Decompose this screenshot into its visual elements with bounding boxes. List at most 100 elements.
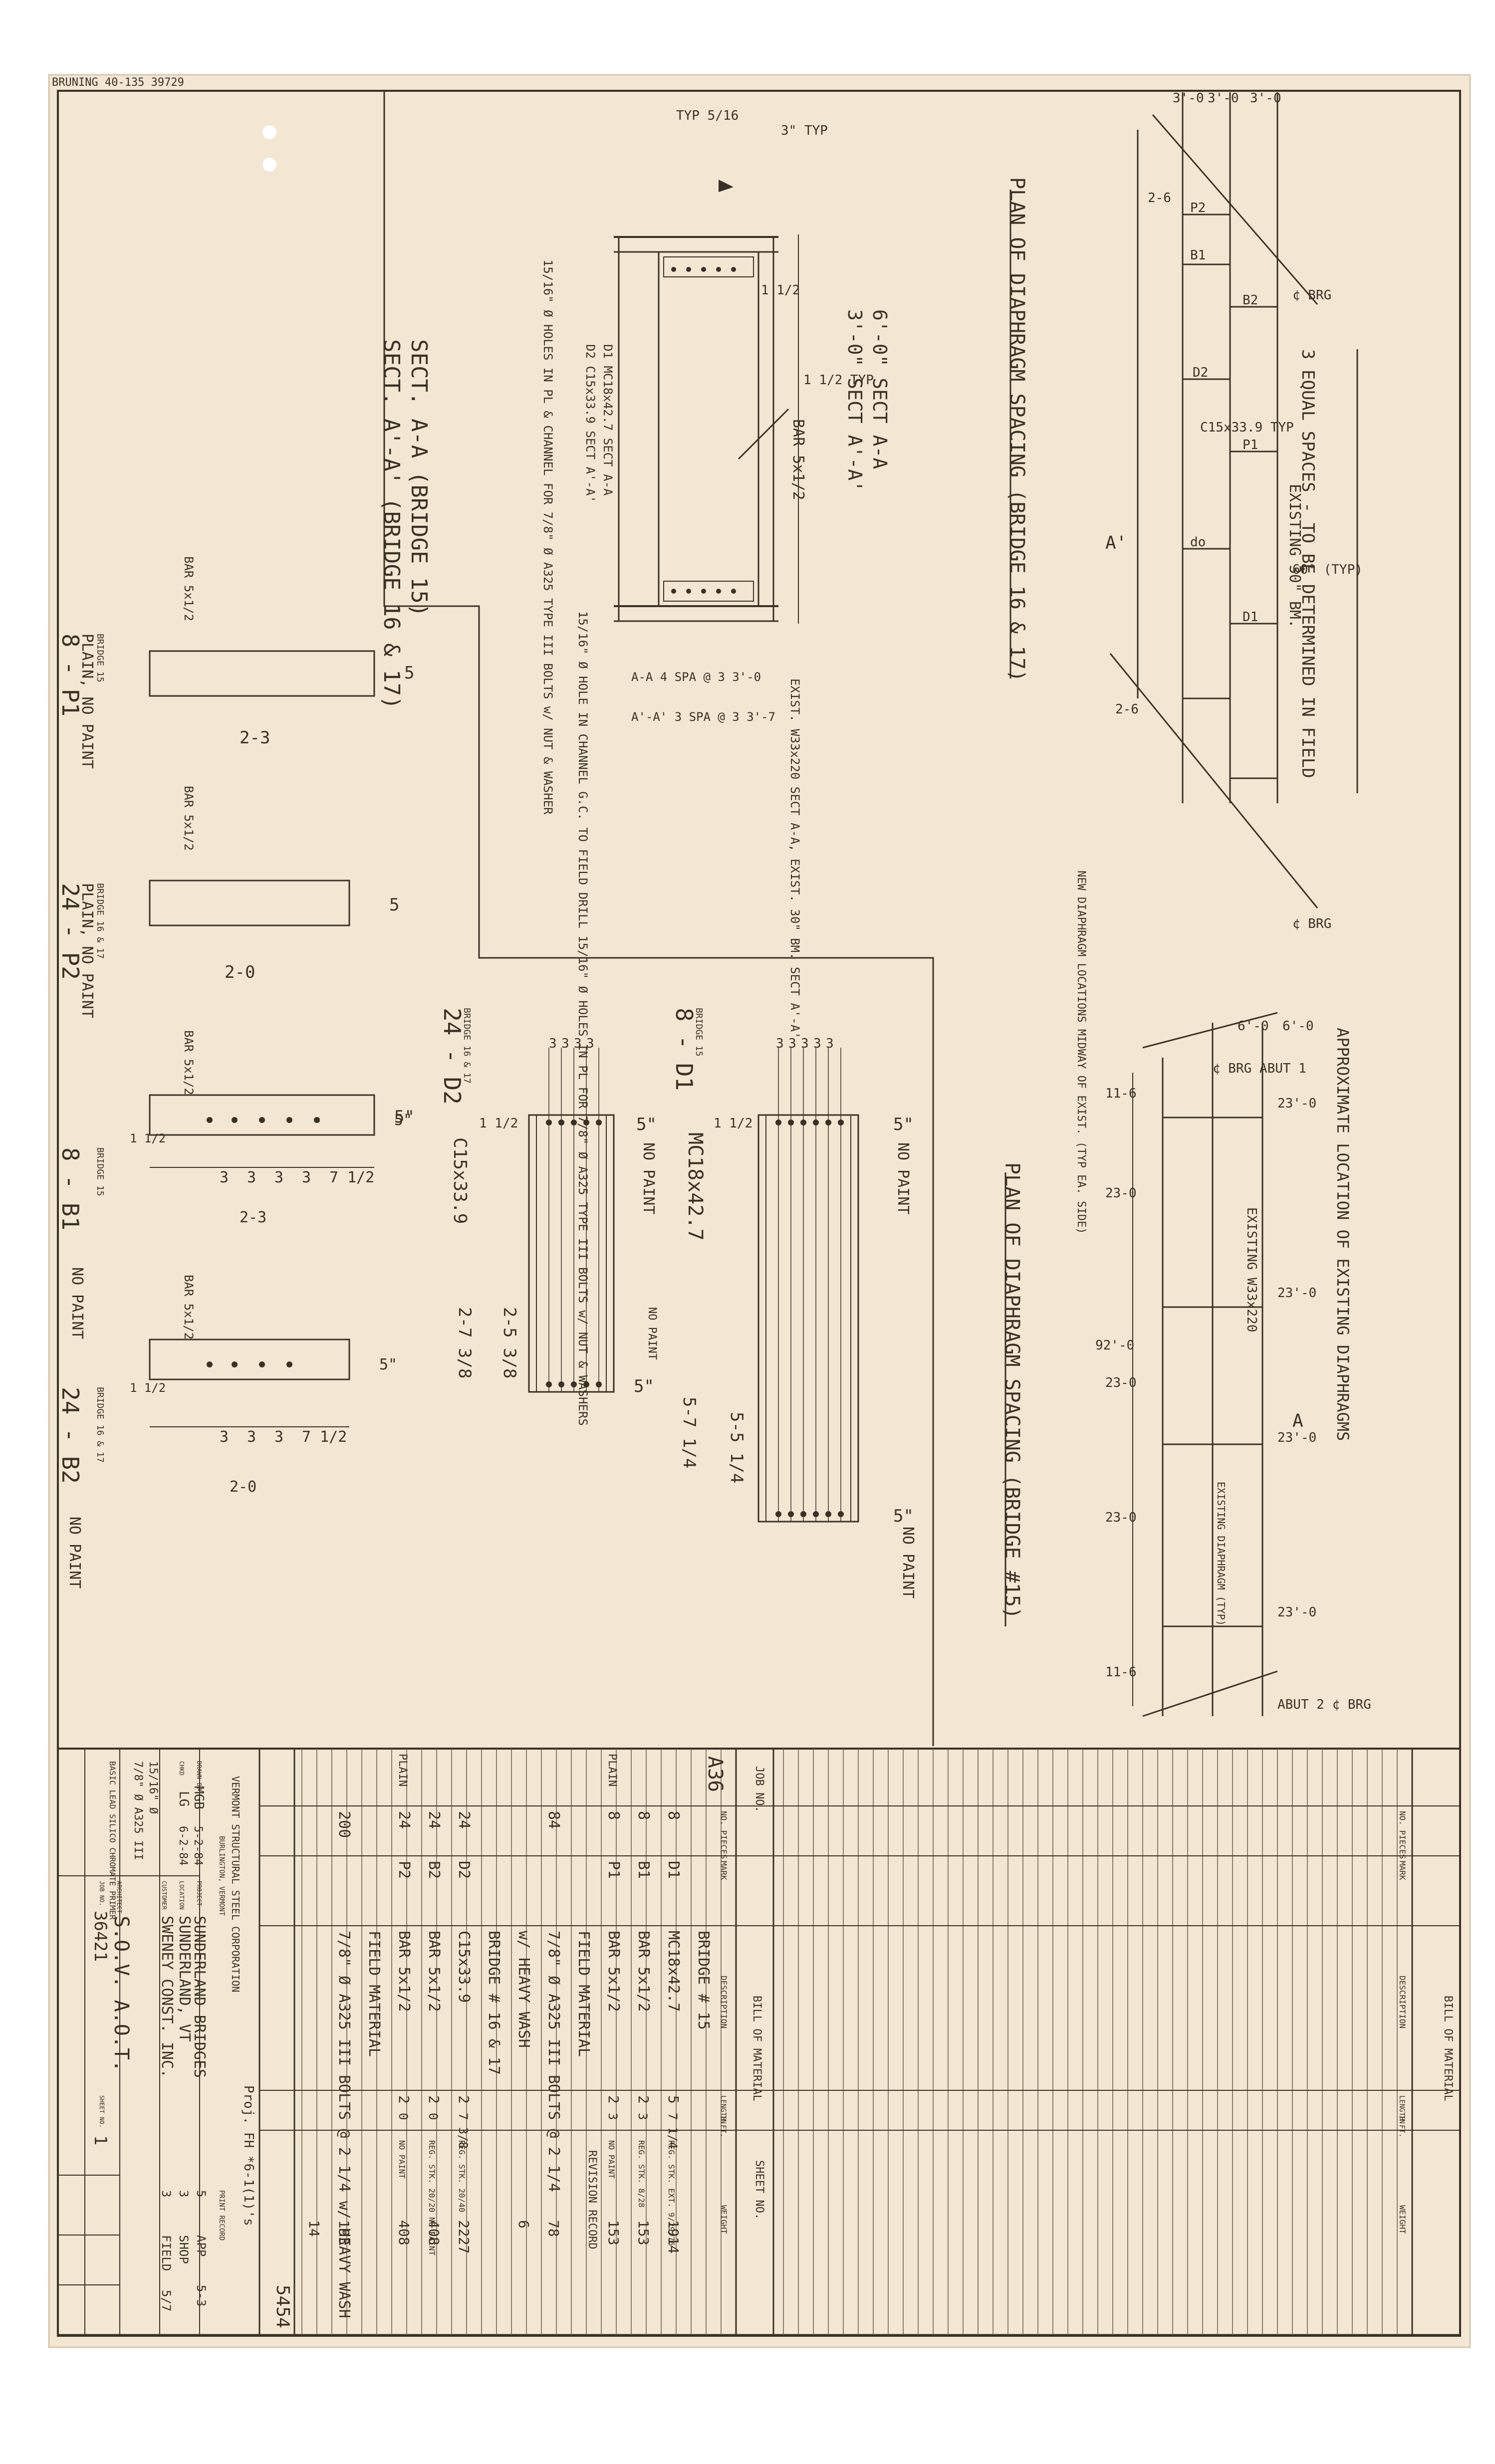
bom-cell-mark: D2: [455, 1861, 473, 1879]
bom-cell-wt: 153: [605, 2220, 622, 2245]
plan-bridge-16-17: PLAN OF DIAPHRAGM SPACING (BRIDGE 16 & 1…: [1005, 91, 1363, 931]
sheet-number: 1: [90, 2135, 110, 2145]
member-depth: 5": [636, 1115, 657, 1134]
bom-cell-no: 8: [665, 1811, 682, 1820]
bom-cell-no: 24: [395, 1811, 413, 1829]
edge-dim: 1 1/2: [130, 1131, 166, 1145]
part-tag: D1: [1243, 610, 1258, 625]
bolts-spec: 7/8" Ø A325 III: [132, 1761, 144, 1860]
bar-label: BAR 5x1/2: [182, 1275, 196, 1340]
location: SUNDERLAND, VT: [176, 1916, 193, 2042]
bom-header: DESCRIPTION: [1398, 1976, 1407, 2028]
bom-cell-in: 7 3/8: [456, 2113, 470, 2149]
dim-text: 3'-0: [1250, 91, 1281, 106]
part-bridge: BRIDGE 15: [95, 1147, 105, 1196]
bar-width: 5": [379, 1356, 397, 1373]
space-dim: 3: [549, 1036, 557, 1051]
company-city: BURLINGTON, VERMONT: [218, 1836, 226, 1916]
bom-cell-mark: P2: [395, 1861, 413, 1879]
bom-cell-ft: 2: [605, 2095, 622, 2104]
bom-cell-desc: C15x33.9: [455, 1931, 473, 2003]
field-drill-note: 15/16" Ø HOLE IN CHANNEL G.C. TO FIELD D…: [576, 611, 590, 1426]
stamp-text: BRUNING 40-135 39729: [52, 76, 184, 89]
bom-cell-remark: NO PAINT: [607, 2140, 616, 2179]
bom-cell-no: 8: [635, 1811, 652, 1820]
hole-space: 3: [220, 1428, 229, 1446]
depth-b: 3'-0" SECT A'-A': [844, 309, 866, 492]
part-tag: B2: [1243, 293, 1258, 308]
customer: SWENEY CONST. INC.: [158, 1916, 176, 2078]
bar-label: BAR 5x1/2: [182, 786, 196, 851]
bom-cell-desc: 7/8" Ø A325 III BOLTS @ 2 1/4: [545, 1931, 562, 2192]
bom-header: IN.: [719, 2115, 727, 2128]
bom-cell-grp: PLAIN: [606, 1754, 618, 1787]
bearing-label: ¢ BRG: [1292, 288, 1331, 303]
hole-space: 7 1/2: [329, 1169, 374, 1186]
member-label: D1 MC18x42.7 SECT A-A: [601, 344, 615, 496]
bom-cell-wt: 1914: [665, 2220, 682, 2253]
channel-label: C15x33.9 TYP: [1200, 420, 1294, 435]
bom-cell-ft: 5: [665, 2095, 682, 2104]
span-dim: 23'-0: [1277, 1096, 1316, 1111]
span-dim: 23-0: [1105, 1186, 1137, 1201]
section-title-a: SECT. A-A (BRIDGE 15): [406, 339, 432, 617]
bom-cell-remark: REG. STK. 20/20 NO PAINT: [427, 2140, 437, 2256]
bom-cell-in: 0: [426, 2113, 440, 2120]
print-count: 5: [194, 2190, 208, 2197]
member-bridge: BRIDGE 16 & 17: [462, 1008, 472, 1084]
part-p1: 2-3 5 BAR 5x1/2 8 - P1 PLAIN, NO PAINT B…: [57, 556, 414, 769]
section-mark: A': [1105, 533, 1127, 553]
bom-cell-wt: 14: [306, 2220, 322, 2237]
bom-cell-in: 3: [606, 2113, 620, 2120]
bom-cell-no: 200: [335, 1811, 353, 1838]
binding-hole: [262, 158, 276, 172]
hole-space: 3: [302, 1169, 311, 1186]
bom-header: WEIGHT: [1398, 2205, 1407, 2234]
member-paint: NO PAINT: [640, 1142, 657, 1215]
edge-dim: 1 1/2: [130, 1381, 166, 1395]
drawn-date: 5-2-84: [192, 1826, 204, 1865]
checked-by: LG: [176, 1791, 191, 1806]
plate-width: 5: [389, 895, 399, 915]
bom-header: DESCRIPTION: [719, 1976, 729, 2028]
bom-cell-mark: D1: [665, 1861, 682, 1879]
weld-note: TYP 5/16: [676, 108, 739, 123]
bom-job-no: JOB NO.: [753, 1766, 765, 1812]
print-to: SHOP: [177, 2235, 191, 2264]
bom-cell-grp: PLAIN: [396, 1754, 409, 1787]
span-dim: 23-0: [1105, 1375, 1137, 1390]
dim-text: 1 1/2 TYP: [803, 373, 874, 388]
part-sub: PLAIN, NO PAINT: [78, 634, 96, 769]
part-sub: PLAIN, NO PAINT: [78, 883, 96, 1018]
part-bridge: BRIDGE 16 & 17: [95, 1387, 105, 1463]
space-dim: 3: [826, 1036, 834, 1051]
bom-cell-wt: 408: [396, 2220, 412, 2245]
bom-cell-no: 24: [425, 1811, 443, 1829]
plate-width: 5: [404, 663, 414, 683]
bom-cell-ft: 2: [396, 2095, 412, 2104]
dim-text: 3" TYP: [781, 123, 828, 138]
bom-cell-desc: 7/8" Ø A325 III BOLTS @ 2 1/4 w/ HEAVY W…: [335, 1931, 353, 2318]
bom-cell-desc: BRIDGE # 16 & 17: [485, 1931, 502, 2075]
plan-bridge-15: PLAN OF DIAPHRAGM SPACING (BRIDGE #15) A…: [1000, 871, 1371, 1717]
bom-cell-wt: 6: [515, 2220, 532, 2229]
member-shape: C15x33.9: [450, 1137, 470, 1224]
bom-material: A36: [704, 1756, 727, 1792]
member-depth: 5": [893, 1506, 914, 1526]
new-location-note: NEW DIAPHRAGM LOCATIONS MIDWAY OF EXIST.…: [1075, 871, 1087, 1234]
part-tag: D2: [1193, 365, 1208, 380]
checked-date: 6-2-84: [177, 1826, 189, 1865]
bom-cell-wt: 408: [426, 2220, 442, 2245]
bom-header: MARK: [1398, 1861, 1407, 1880]
hole-space: 3: [220, 1169, 229, 1186]
bom-cell-wt: 78: [545, 2220, 562, 2237]
hole-space: 3: [274, 1428, 283, 1446]
section-mark: A: [1292, 1411, 1303, 1431]
print-record-label: PRINT RECORD: [218, 2190, 226, 2240]
bom-cell-mark: B2: [425, 1861, 443, 1879]
location-label: LOCATION: [178, 1881, 185, 1910]
print-count: 3: [159, 2190, 173, 2197]
member-depth: 5": [893, 1115, 914, 1134]
bom-cell-wt: 193: [336, 2220, 352, 2245]
beam-note: EXISTING 30" BM.: [1286, 484, 1303, 628]
